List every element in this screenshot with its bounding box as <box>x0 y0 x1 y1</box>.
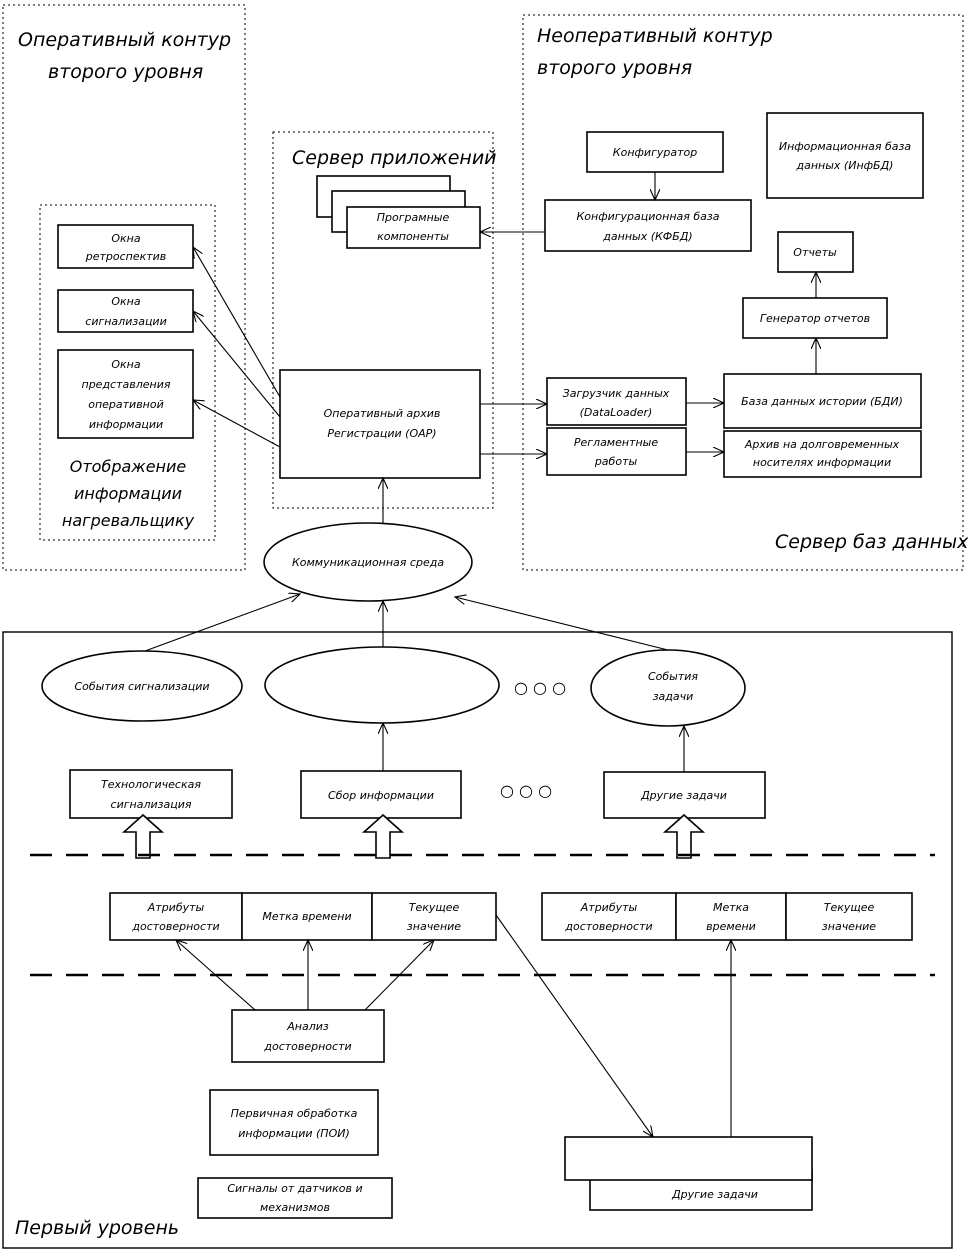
svg-text:Сбор информации: Сбор информации <box>328 789 434 802</box>
other-tasks-bottom-box: Другие задачи <box>564 1136 813 1211</box>
configurator-box: Конфигуратор <box>586 131 724 173</box>
svg-text:Другие задачи: Другие задачи <box>640 789 727 802</box>
reports-box: Отчеты <box>777 231 854 273</box>
events-empty-ellipse <box>264 646 500 724</box>
hollow-up-arrows <box>121 813 706 859</box>
comm-env-ellipse: Коммуникационная среда <box>263 522 473 602</box>
non-operative-contour-region <box>522 14 964 571</box>
svg-text:База данных истории (БДИ): База данных истории (БДИ) <box>741 395 903 408</box>
svg-text:Генератор отчетов: Генератор отчетов <box>760 312 870 325</box>
app-server-title: Сервер приложений <box>292 147 497 169</box>
data-loader-box: Загрузчик данных(DataLoader) <box>546 377 687 426</box>
svg-text:Метка времени: Метка времени <box>262 910 351 923</box>
ellipsis-dots-2: ○ ○ ○ <box>500 781 552 800</box>
history-db-box: База данных истории (БДИ) <box>723 373 922 429</box>
first-level-title: Первый уровень <box>15 1217 179 1239</box>
svg-text:Другие задачи: Другие задачи <box>671 1188 758 1201</box>
svg-text:Конфигуратор: Конфигуратор <box>613 146 697 159</box>
operative-contour-region <box>2 4 246 571</box>
svg-text:Коммуникационная среда: Коммуникационная среда <box>292 556 444 569</box>
svg-text:Отчеты: Отчеты <box>793 246 837 259</box>
report-generator-box: Генератор отчетов <box>742 297 888 339</box>
timestamp-box-left: Метка времени <box>241 892 373 941</box>
events-alarm-ellipse: События сигнализации <box>41 650 243 722</box>
data-collection-box: Сбор информации <box>300 770 462 819</box>
ellipsis-dots: ○ ○ ○ <box>514 678 566 697</box>
db-server-title: Сервер баз данных <box>775 531 968 553</box>
first-level-region <box>2 631 953 1249</box>
svg-text:Загрузчик данных(DataLoader): Загрузчик данных(DataLoader) <box>563 387 670 419</box>
svg-text:События сигнализации: События сигнализации <box>74 680 209 693</box>
other-tasks-box: Другие задачи <box>603 771 766 819</box>
connector-arrows <box>144 172 816 1137</box>
